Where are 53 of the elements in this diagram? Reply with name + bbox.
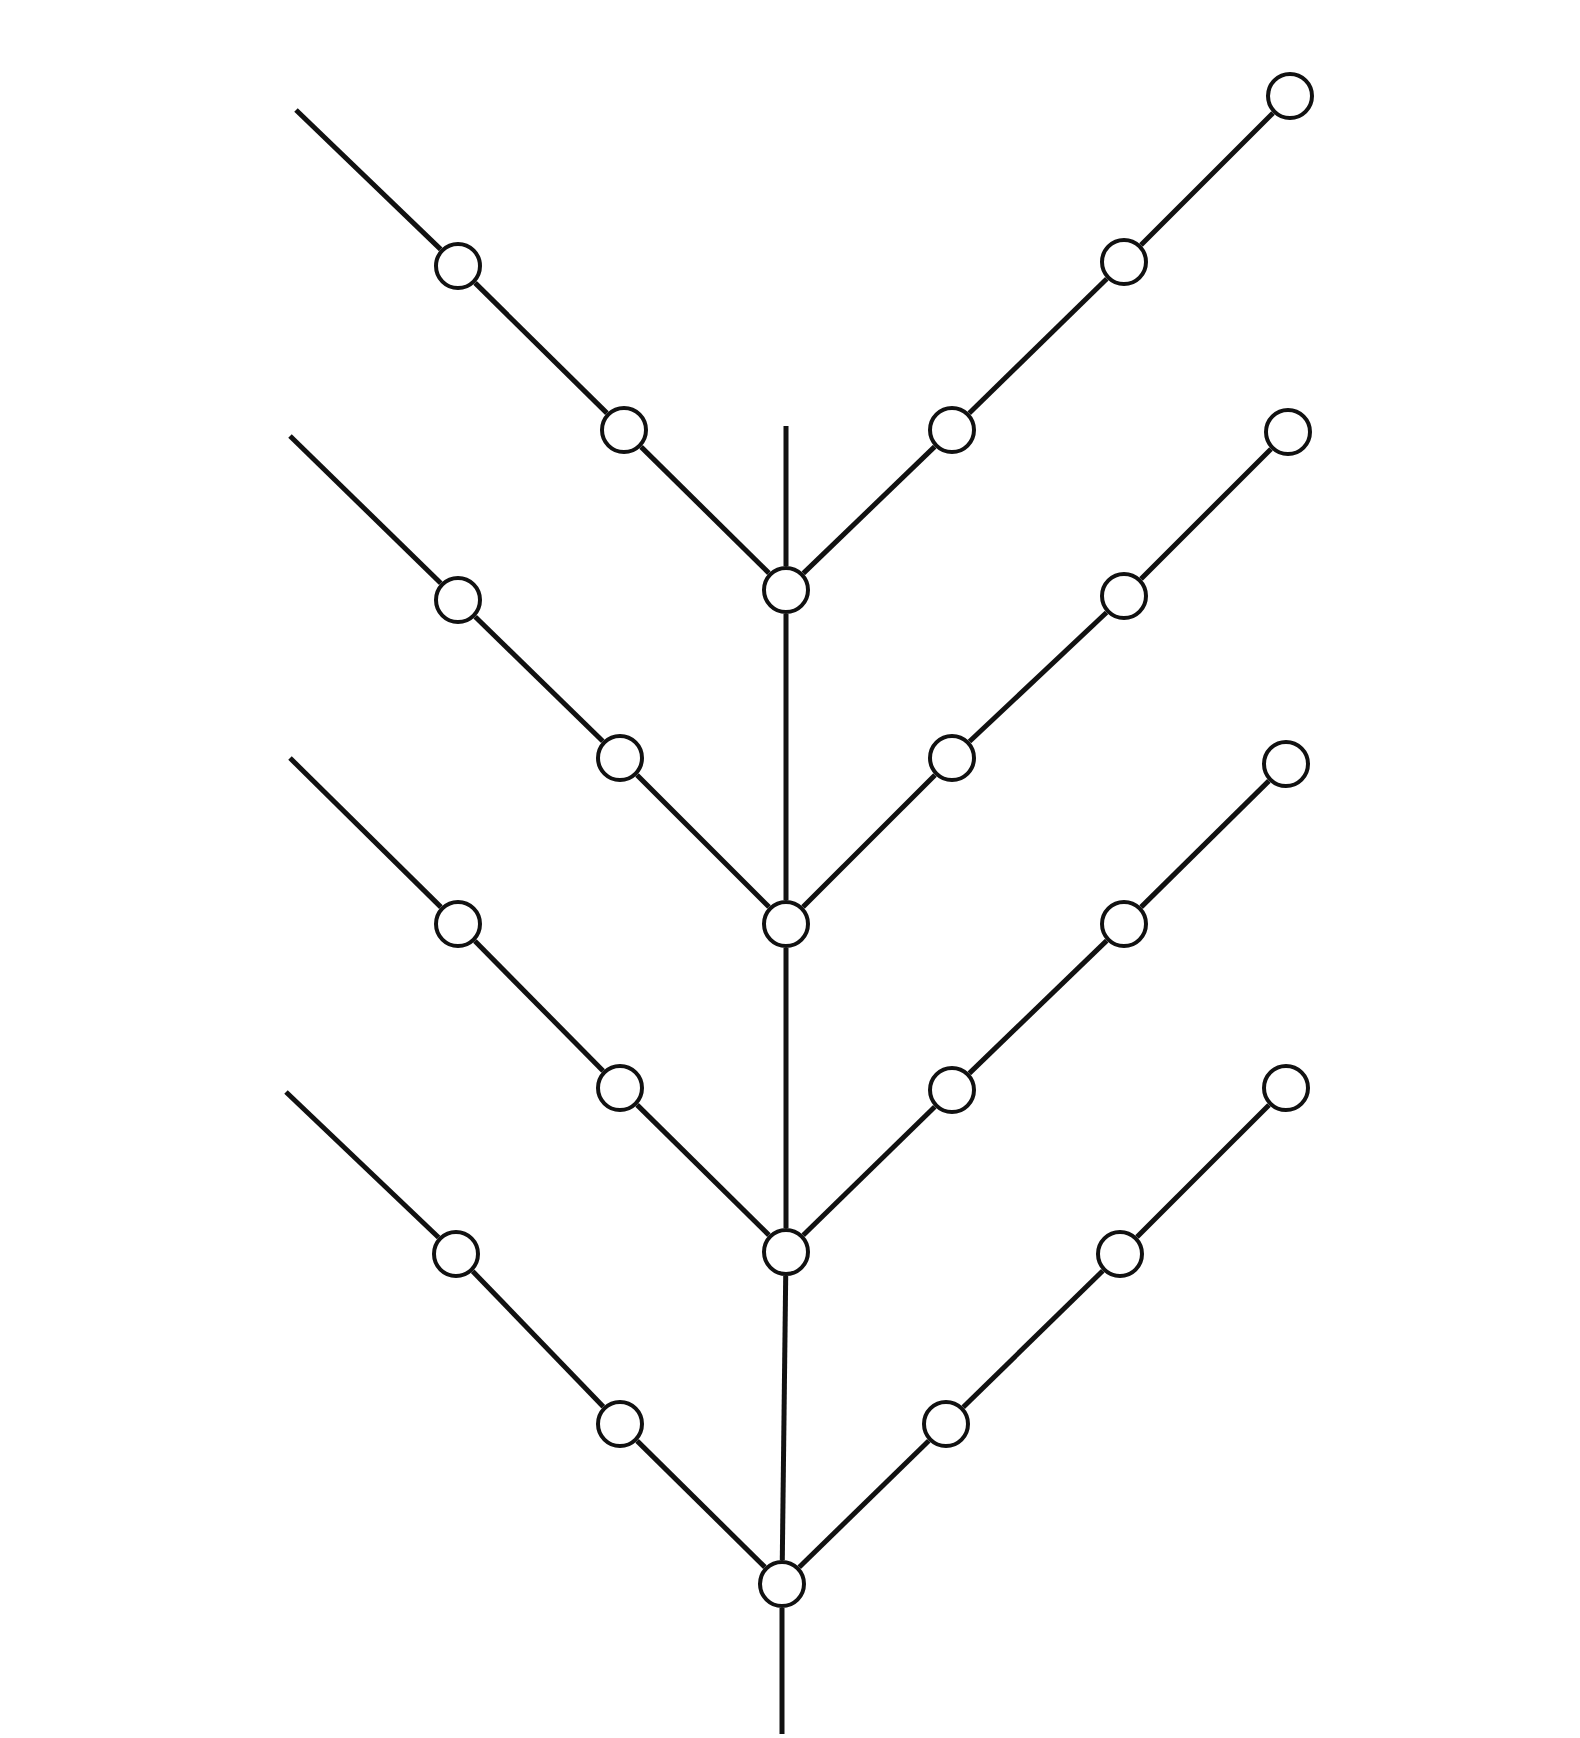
node-circle	[596, 1400, 644, 1448]
connector-line	[639, 445, 771, 575]
connector-line	[473, 614, 605, 744]
node-circle	[596, 734, 644, 782]
node-circle	[1264, 408, 1312, 456]
node-circle	[596, 1064, 644, 1112]
connector-line	[967, 610, 1109, 744]
node-circle	[1100, 900, 1148, 948]
connector-line	[1139, 779, 1271, 909]
connector-line	[967, 277, 1109, 415]
connector-line	[783, 614, 789, 900]
node-circle	[434, 900, 482, 948]
node-circle	[928, 1066, 976, 1114]
node-circle	[928, 406, 976, 454]
connector-line	[801, 1104, 937, 1238]
node-circle	[434, 242, 482, 290]
connector-line	[470, 1269, 606, 1409]
connector-line	[635, 1439, 767, 1569]
node-circle	[1096, 1230, 1144, 1278]
node-circle	[1100, 572, 1148, 620]
connector-line	[1139, 111, 1275, 247]
node-circle	[432, 1230, 480, 1278]
connector-line	[801, 444, 937, 576]
node-circle	[434, 576, 482, 624]
node-circle	[762, 900, 810, 948]
connector-line	[288, 756, 443, 909]
connector-line	[635, 1103, 771, 1237]
connector-line	[294, 108, 443, 252]
node-circle	[922, 1400, 970, 1448]
connector-line	[635, 773, 771, 909]
connector-line	[473, 939, 605, 1073]
connector-line	[779, 1608, 785, 1734]
node-circle	[1100, 238, 1148, 286]
node-circle	[762, 566, 810, 614]
node-circle	[758, 1560, 806, 1608]
connector-line	[783, 426, 789, 566]
connector-line	[779, 1275, 789, 1561]
connector-line	[1135, 1103, 1271, 1239]
node-circle	[1266, 72, 1314, 120]
node-circle	[1262, 740, 1310, 788]
node-circle	[600, 406, 648, 454]
connector-line	[797, 1438, 931, 1570]
node-circle	[1262, 1064, 1310, 1112]
node-circle	[762, 1228, 810, 1276]
connector-line	[1139, 447, 1273, 581]
connector-line	[801, 773, 937, 909]
connector-line	[288, 434, 443, 586]
node-circle	[928, 734, 976, 782]
connector-line	[961, 1269, 1105, 1409]
connector-line	[967, 938, 1109, 1076]
connector-line	[473, 281, 609, 415]
connector-line	[284, 1090, 441, 1240]
connector-line	[783, 948, 789, 1228]
